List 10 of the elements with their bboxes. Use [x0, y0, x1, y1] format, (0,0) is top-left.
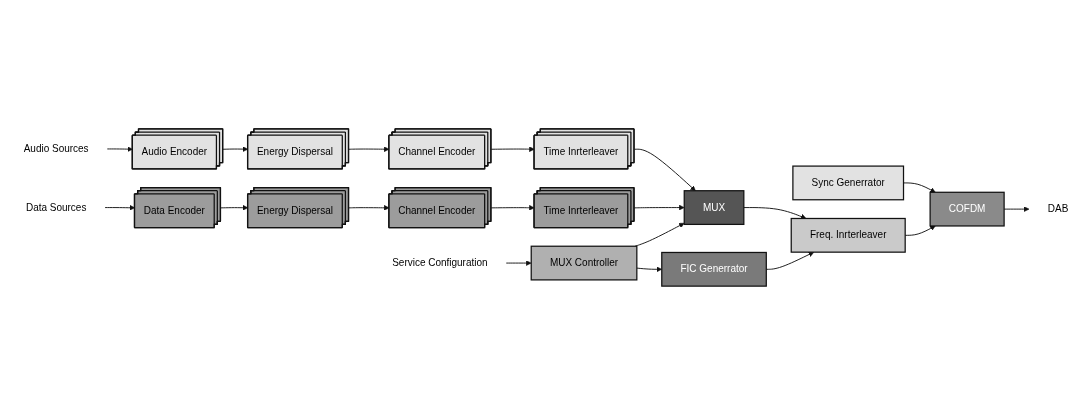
node-box: MUX Controller [530, 246, 638, 281]
node-box: Sync Generrator [792, 165, 905, 201]
node-text: Audio Sources [23, 143, 89, 155]
node-text: Data Sources [25, 202, 87, 213]
node-box: COFDM [929, 192, 1005, 228]
node-box: Freq. Inrterleaver [790, 218, 906, 254]
node-text: Service Configuration [392, 257, 488, 269]
node-text: DAB [1047, 203, 1069, 215]
node-box: FIC Generrator [661, 252, 767, 288]
node-box: MUX [683, 190, 745, 226]
